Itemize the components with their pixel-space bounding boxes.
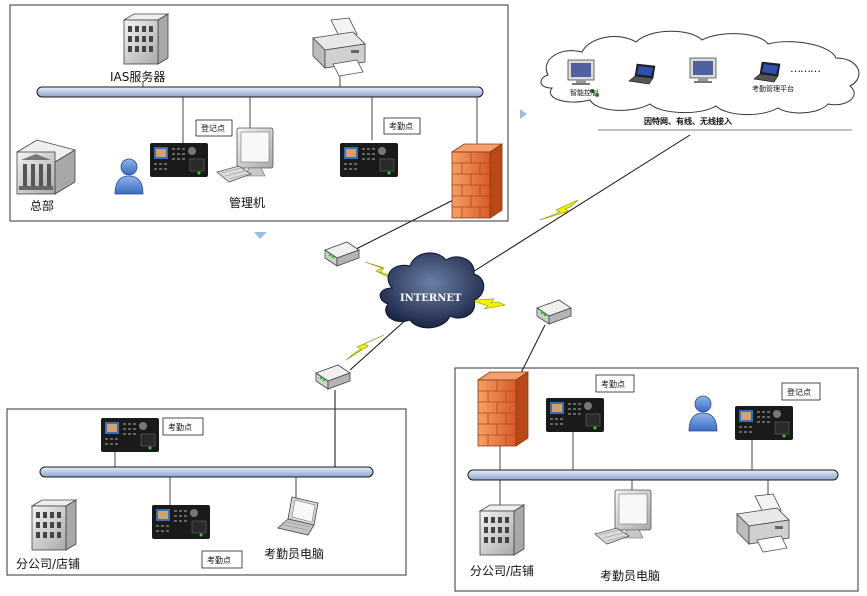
right-branch-server-icon [479, 504, 525, 556]
left-attendance-tag-bottom-box [201, 550, 243, 569]
cloud-platform-label: 考勤管理平台 [752, 84, 794, 93]
left-branch-label: 分公司/店铺 [16, 557, 80, 571]
attendance-terminal-icon [339, 142, 399, 178]
right-branch-pc-label: 考勤员电脑 [600, 569, 660, 583]
server-label: IAS服务器 [110, 69, 165, 84]
internet-label: INTERNET [400, 293, 462, 304]
left-attendance-tag-top: 考勤点 [168, 422, 192, 432]
right-branch-firewall-icon [477, 371, 529, 447]
right-attendance-tag: 考勤点 [601, 379, 625, 389]
hq-section: IAS服务器 总部 登记点 管理机 考勤点 [9, 4, 509, 222]
right-attendance-tag-box [595, 374, 635, 393]
left-branch-server-icon [31, 499, 77, 551]
right-register-tag-box [781, 382, 821, 401]
cloud-pc1-label: 智能控制 [570, 88, 598, 97]
right-register-tag: 登记点 [787, 387, 811, 397]
left-attendance-tag-top-box [162, 417, 204, 436]
right-branch-printer-icon [736, 493, 790, 553]
left-branch-section: 考勤点 分公司/店铺 考勤点 考勤员电脑 [6, 408, 407, 576]
right-arrow-icon [520, 109, 527, 119]
cloud-ellipsis: ……… [790, 62, 820, 75]
left-branch-router-icon [315, 364, 351, 390]
left-attendance-tag-bottom: 考勤点 [207, 555, 231, 565]
admin-pc-label: 管理机 [229, 195, 265, 210]
left-branch-laptop-icon [277, 496, 319, 536]
left-attendance-terminal-top-icon [100, 417, 160, 453]
internet-cloud: INTERNET [379, 252, 485, 329]
user-icon [114, 158, 144, 195]
link-lines [334, 134, 691, 472]
printer-icon [312, 17, 366, 77]
right-branch-frame [454, 367, 859, 592]
left-attendance-terminal-bottom-icon [151, 504, 211, 540]
hq-attendance-tag: 考勤点 [389, 121, 413, 131]
server-icon [123, 13, 169, 65]
left-branch-bus [39, 466, 374, 478]
left-branch-pc-label: 考勤员电脑 [264, 547, 324, 561]
right-branch-router-icon [536, 299, 572, 325]
building-icon [15, 139, 77, 195]
cloud-access-label: 因特网、有线、无线接入 [644, 116, 732, 126]
right-attendance-terminal-icon [545, 397, 605, 433]
hq-frame [9, 4, 509, 222]
right-register-terminal-icon [734, 405, 794, 441]
right-branch-bus [467, 469, 839, 481]
hq-attendance-tag-box [383, 117, 421, 135]
hq-register-tag-box [195, 119, 233, 137]
hq-router-icon [324, 241, 360, 267]
hq-label: 总部 [30, 198, 54, 213]
right-branch-section: 考勤点 登记点 分公司/店铺 考勤员电脑 [454, 367, 859, 592]
right-user-icon [688, 395, 718, 432]
cloud-network: 智能控制 ……… 考勤管理平台 因特网、有线、无线接入 [540, 30, 860, 131]
hq-register-tag: 登记点 [201, 123, 225, 133]
right-branch-pc-icon [594, 489, 652, 545]
right-branch-label: 分公司/店铺 [470, 564, 534, 578]
register-terminal-icon [149, 142, 209, 178]
left-branch-frame [6, 408, 407, 576]
hq-bus [36, 86, 484, 98]
down-arrow-icon [254, 232, 267, 239]
hq-firewall-icon [451, 143, 503, 219]
